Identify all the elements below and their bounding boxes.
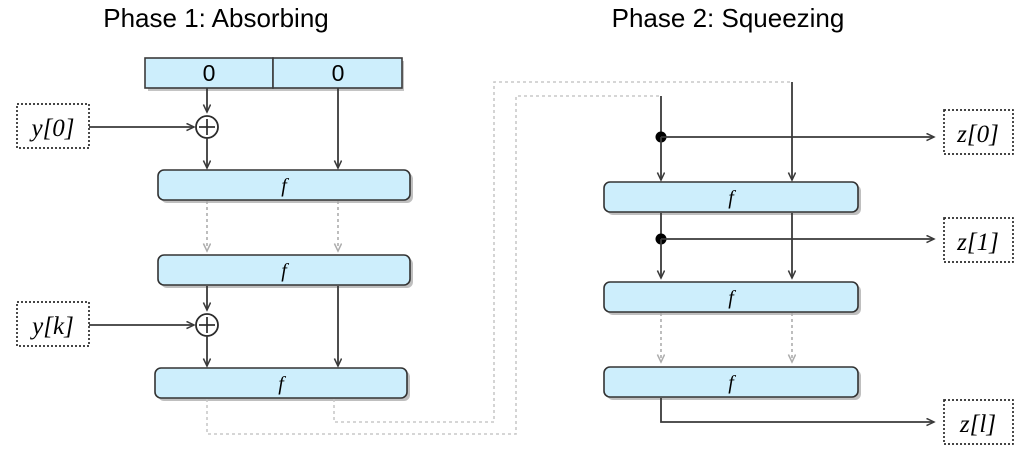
f-block-3-label: f: [278, 373, 286, 395]
f-block-4-label: f: [728, 187, 736, 209]
f-block-6-label: f: [728, 372, 736, 394]
output-box-z1[interactable]: [943, 217, 1014, 263]
input-box-yk[interactable]: [16, 301, 90, 347]
output-label-z0: z[0]: [956, 121, 999, 148]
phase2-title: Phase 2: Squeezing: [612, 3, 845, 33]
input-label-yk: y[k]: [29, 313, 74, 340]
output-label-z1: z[1]: [956, 229, 999, 256]
f-block-3: [154, 367, 408, 399]
feedback-loop-rate: [206, 95, 661, 435]
edge-f6-to-zl: [660, 398, 934, 422]
f-block-5-label: f: [728, 287, 736, 309]
f-block-6: [603, 366, 859, 398]
f-block-1: [157, 169, 411, 201]
f-block-5: [603, 281, 859, 313]
state-block-capacity: [272, 57, 403, 89]
state-block-rate: [144, 57, 274, 89]
state-capacity-value: 0: [332, 60, 345, 86]
input-box-y0[interactable]: [16, 103, 90, 149]
f-block-2-label: f: [281, 260, 289, 282]
f-block-2: [157, 254, 411, 286]
output-box-zl[interactable]: [943, 399, 1014, 445]
state-rate-value: 0: [203, 60, 216, 86]
output-label-zl: z[l]: [959, 411, 996, 438]
f-block-1-label: f: [281, 175, 289, 197]
phase1-title: Phase 1: Absorbing: [103, 3, 329, 33]
feedback-loop-capacity: [333, 81, 792, 423]
output-box-z0[interactable]: [943, 109, 1014, 155]
f-block-4: [603, 181, 859, 213]
input-label-y0: y[0]: [28, 115, 74, 142]
